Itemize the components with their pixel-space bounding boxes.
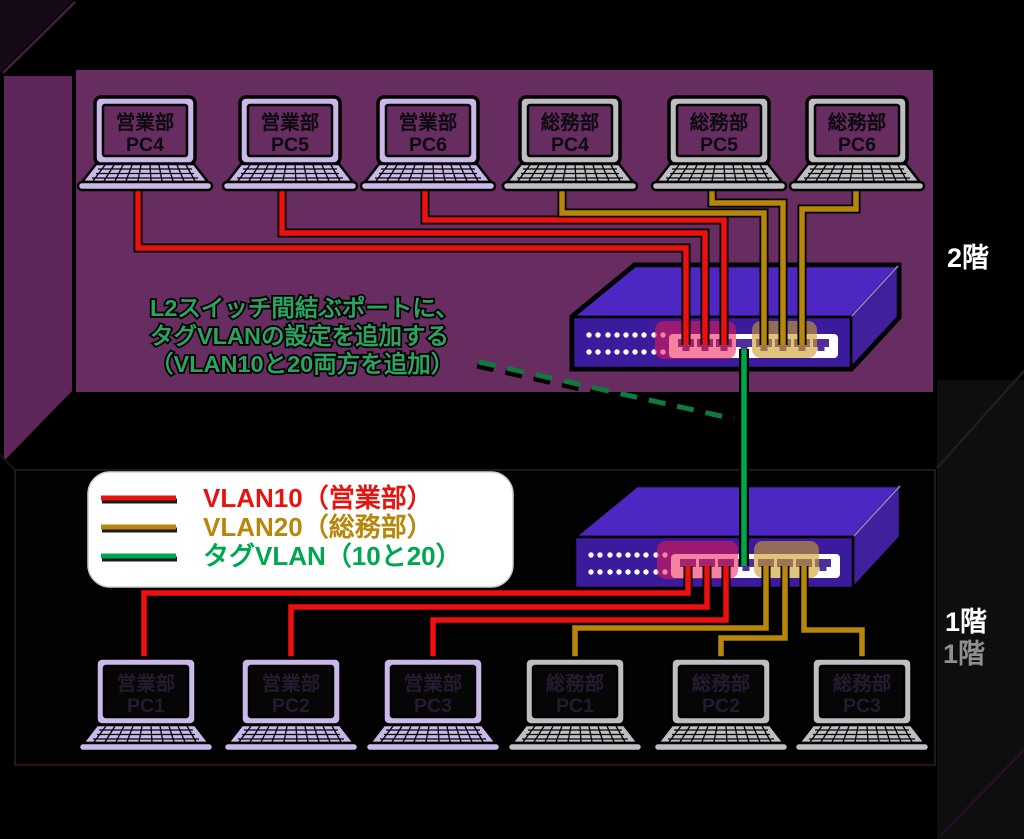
ceiling-corner-facet [0,0,73,73]
laptop-name-label: PC1 [556,695,594,717]
laptop-dept-label: 総務部 [690,111,749,134]
cable-vlan20-1f-pc1 [572,566,769,662]
laptop-dept-label: 営業部 [262,672,321,695]
legend-label-vlan10: VLAN10（営業部） [203,483,433,513]
laptop-dept-label: 営業部 [116,111,175,134]
ceiling-corner-edge [2,1,76,74]
floor-2f-label: 2階 [947,243,989,273]
laptop-dept-label: 営業部 [117,672,176,695]
laptop-dept-label: 総務部 [692,672,751,695]
cable-vlan10-1f-pc1 [141,566,691,662]
cable-vlan20-2f-pc5 [709,187,786,345]
laptop-name-label: PC5 [700,134,738,156]
cable-vlan20-2f-pc4 [559,187,767,345]
laptop-sales-pc6: 営業部 PC6 [359,95,497,192]
laptop-admin-pc6: 総務部 PC6 [788,95,926,192]
laptop-sales-pc3: 営業部 PC3 [364,656,502,753]
laptop-admin-pc1: 総務部 PC1 [506,656,644,753]
laptop-dept-label: 営業部 [404,672,463,695]
laptop-dept-label: 総務部 [546,672,605,695]
laptop-name-label: PC6 [409,134,447,156]
laptop-name-label: PC6 [838,134,876,156]
laptop-sales-pc1: 営業部 PC1 [77,656,215,753]
laptop-admin-pc4: 総務部 PC4 [501,95,639,192]
room-1f-ceiling-edge [936,370,1024,469]
cable-vlan20-1f-pc2 [718,566,788,662]
cables-2f [133,187,861,345]
room-1f-right-wall [937,380,1024,839]
floor-1f-label-ghost: 1階 [943,639,985,669]
laptop-admin-pc2: 総務部 PC2 [652,656,790,753]
laptop-admin-pc5: 総務部 PC5 [650,95,788,192]
room-1f-corner-edge-left [0,454,16,471]
l2-switch-1f [575,486,900,588]
legend-label-tag-vlan: タグVLAN（10と20） [203,541,462,571]
l2-switch-2f [573,266,898,368]
cables-1f [139,566,867,662]
cable-vlan10-1f-pc3 [430,566,729,662]
laptop-dept-label: 総務部 [833,672,892,695]
laptop-dept-label: 総務部 [541,111,600,134]
laptop-sales-pc4: 営業部 PC4 [76,95,214,192]
tag-vlan-leader-line [476,359,735,426]
laptop-sales-pc5: 営業部 PC5 [221,95,359,192]
cable-vlan10-2f-pc6 [422,187,727,345]
annotation-line-3: （VLAN10と20両方を追加） [150,350,454,377]
floor-1f-label: 1階 [945,607,987,637]
laptop-name-label: PC2 [702,695,740,717]
room-1f-floor-edge-right [939,749,1024,837]
cable-vlan20-1f-pc3 [801,566,865,662]
laptop-name-label: PC3 [843,695,881,717]
laptop-name-label: PC5 [271,134,309,156]
laptop-dept-label: 営業部 [399,111,458,134]
tag-vlan-annotation: L2スイッチ間結ぶポートに、 タグVLANの設定を追加する （VLAN10と20… [148,292,460,379]
room-2f-left-wall [4,76,72,461]
laptop-name-label: PC4 [126,134,164,156]
legend: VLAN10（営業部） VLAN20（総務部） タグVLAN（10と20） [87,471,514,588]
cable-vlan20-2f-pc6 [799,187,859,345]
laptop-name-label: PC2 [272,695,310,717]
cable-vlan10-1f-pc2 [288,566,710,662]
laptop-name-label: PC1 [127,695,165,717]
laptop-dept-label: 営業部 [261,111,320,134]
laptop-name-label: PC3 [414,695,452,717]
laptop-dept-label: 総務部 [828,111,887,134]
laptop-admin-pc3: 総務部 PC3 [793,656,931,753]
laptop-sales-pc2: 営業部 PC2 [222,656,360,753]
legend-label-vlan20: VLAN20（総務部） [203,512,433,542]
floor-1f: 営業部 PC1 営業部 PC2 営業部 PC3 総務部 PC1 総務部 PC2 … [0,349,1024,839]
legend-box [87,471,514,588]
cable-vlan10-2f-pc5 [279,187,708,345]
annotation-line-1: L2スイッチ間結ぶポートに、 [150,294,459,321]
floor-2f: 営業部 PC4 営業部 PC5 営業部 PC6 総務部 PC4 総務部 PC5 … [0,0,989,461]
laptop-name-label: PC4 [551,134,589,156]
cable-vlan10-2f-pc4 [135,187,689,345]
annotation-line-2: タグVLANの設定を追加する [150,322,449,349]
